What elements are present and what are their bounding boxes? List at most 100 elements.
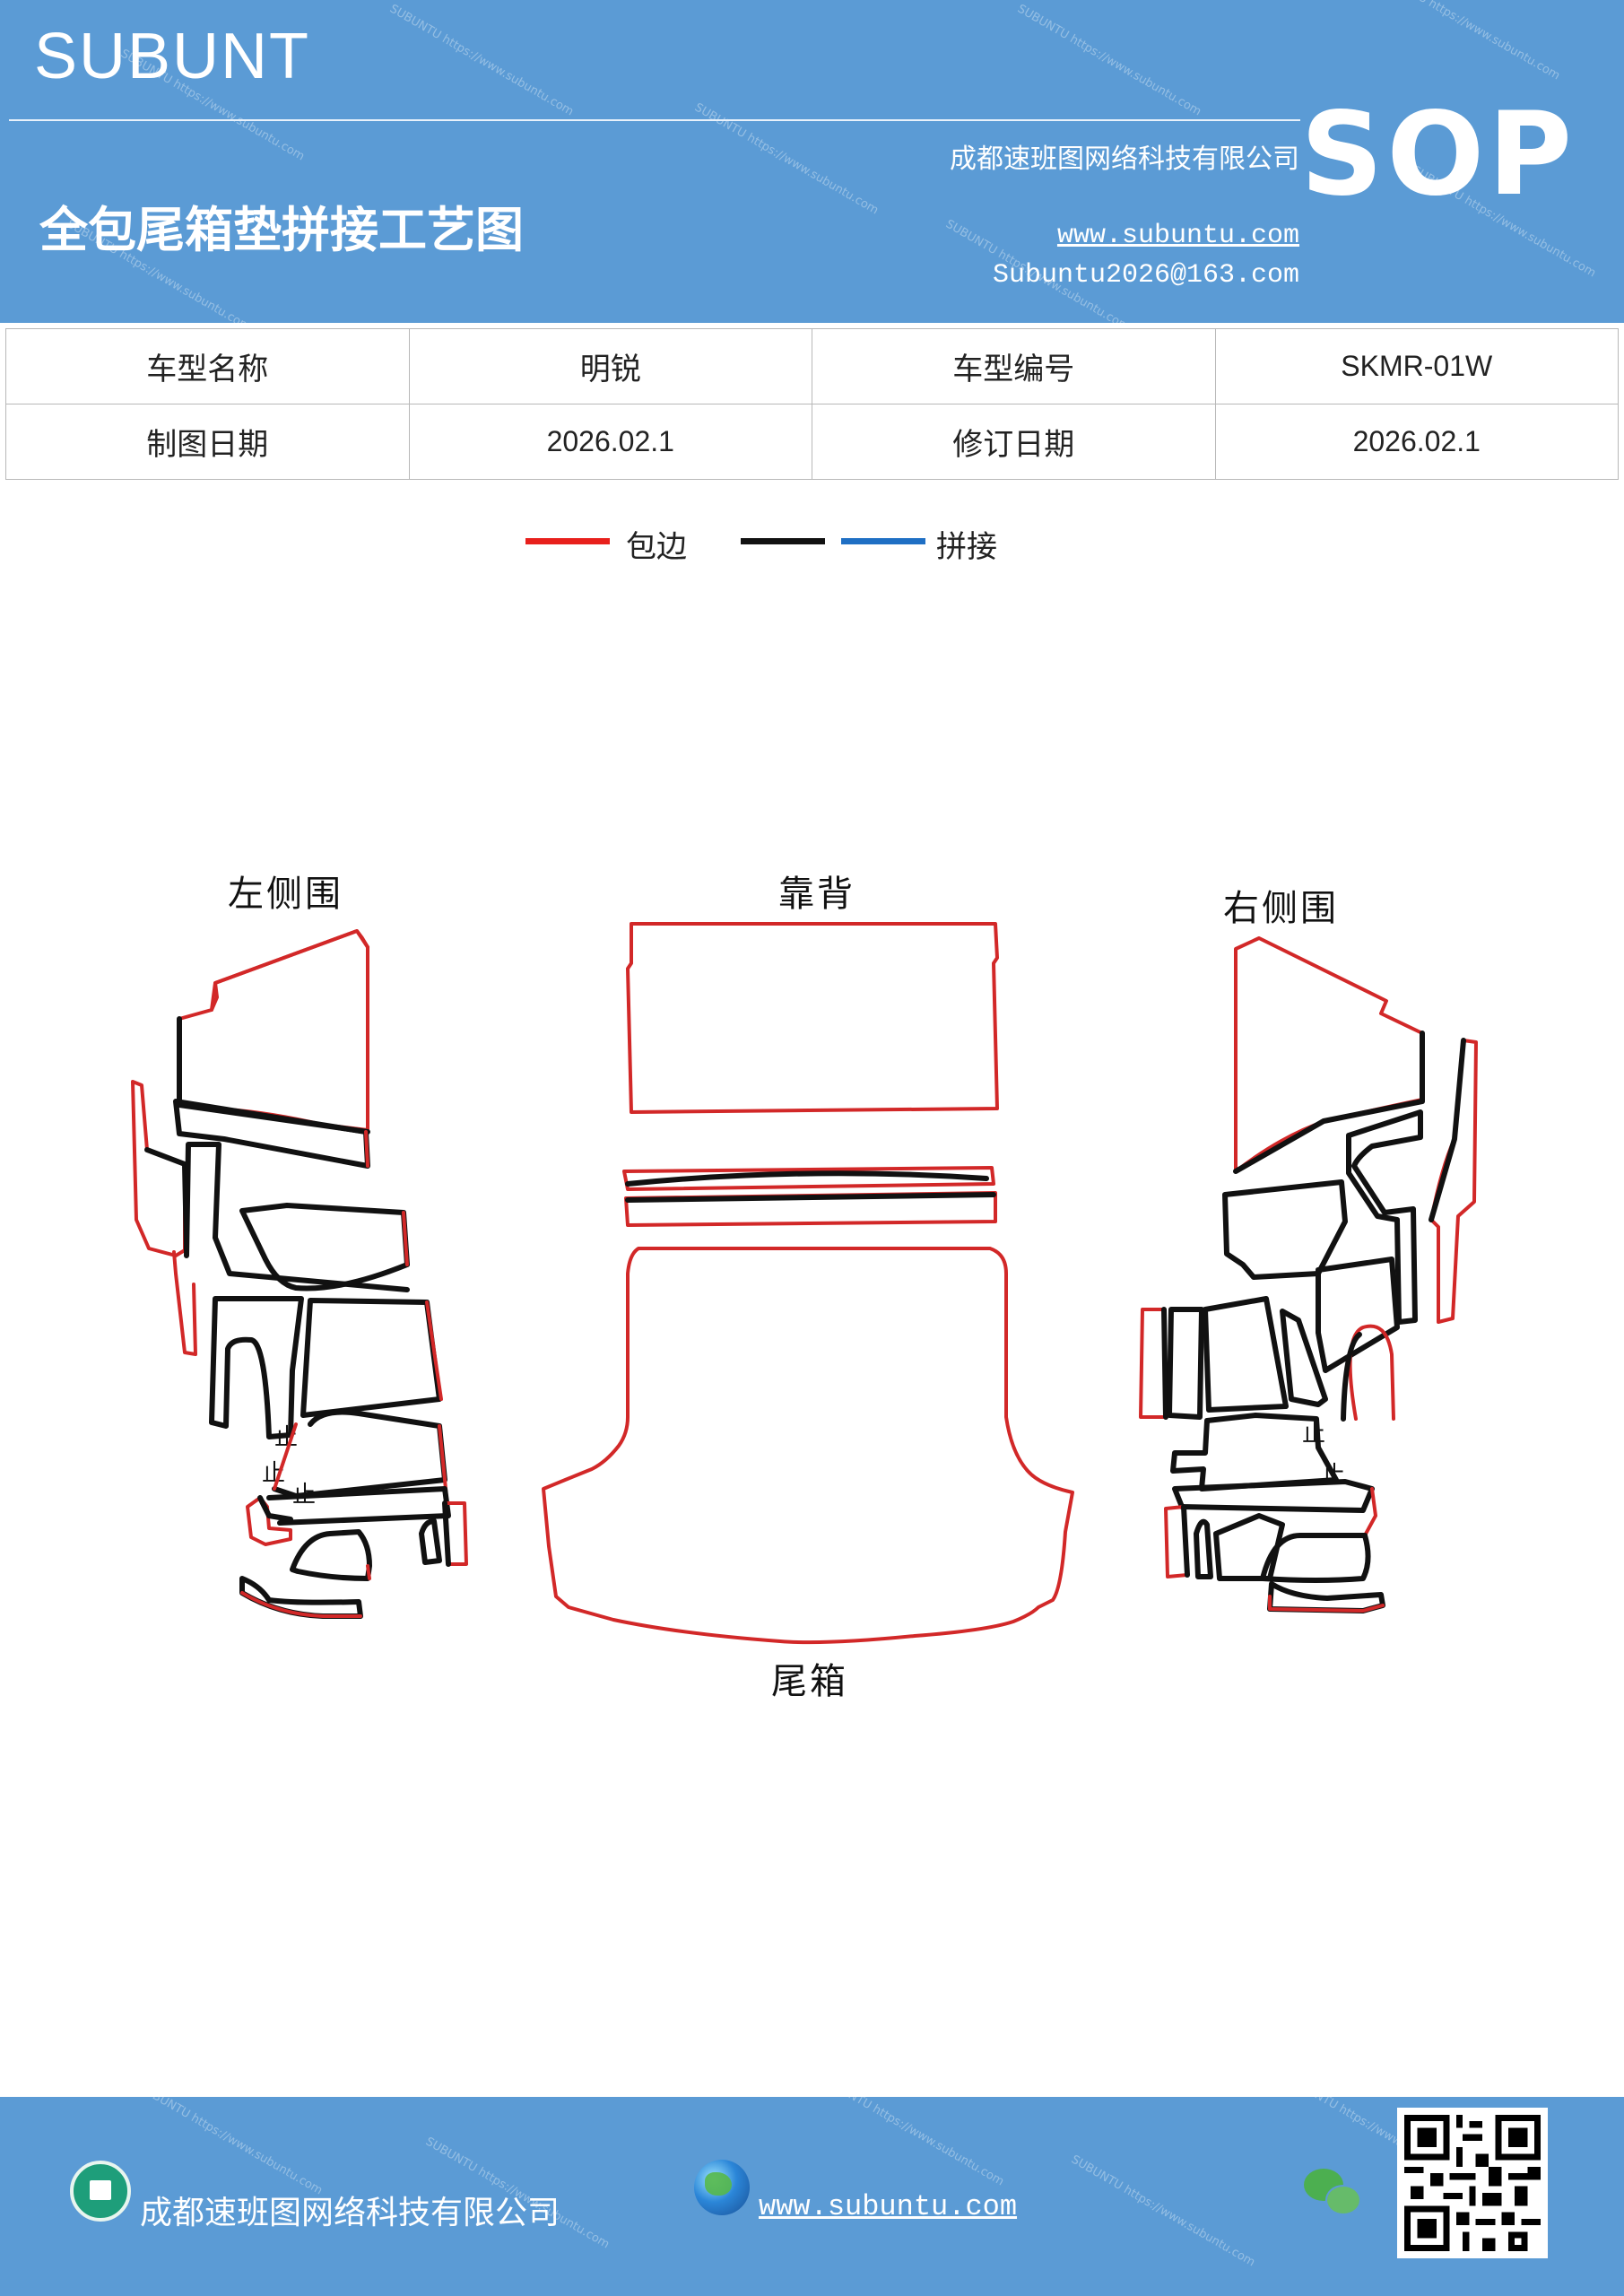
header-banner: SUBUNTU https://www.subuntu.com SUBUNTU … [0, 0, 1624, 323]
right-wedge [1316, 1257, 1400, 1373]
left-mid-block [209, 1296, 304, 1439]
building-icon [70, 2161, 131, 2222]
left-upper-panel [178, 929, 369, 1132]
left-inset-panel-red [402, 1211, 409, 1266]
left-strip [173, 1099, 370, 1169]
company-name: 成都速班图网络科技有限公司 [950, 144, 1299, 175]
right-arch [1348, 1324, 1395, 1421]
left-foot-arc [290, 1529, 372, 1581]
right-lower-strip-red [1363, 1487, 1377, 1537]
watermark: SUBUNTU https://www.subuntu.com [691, 100, 881, 218]
stop-mark: 止 [274, 1424, 299, 1451]
left-upper-panel-top [210, 929, 369, 1012]
draw-date-value: 2026.02.1 [408, 404, 812, 480]
right-upper-panel-seam [1233, 1031, 1425, 1174]
qr-code-pattern [1404, 2115, 1541, 2251]
model-code-value: SKMR-01W [1214, 328, 1619, 404]
right-foot-base-red [1268, 1595, 1385, 1613]
right-foot-base [1267, 1581, 1385, 1613]
vehicle-info-table: 车型名称 明锐 车型编号 SKMR-01W 制图日期 2026.02.1 修订日… [5, 328, 1619, 480]
right-vstrip-1-seam [1161, 1307, 1168, 1420]
left-lower-piece-seam [257, 1495, 293, 1522]
watermark: SUBUNTU https://www.subuntu.com [135, 2097, 326, 2198]
left-mid-block-2-red [425, 1300, 443, 1401]
draw-date-label: 制图日期 [5, 404, 410, 480]
right-foot-arc [1260, 1533, 1371, 1583]
joint-legend-label: 拼接 [936, 529, 997, 565]
right-vstrip-1 [1139, 1308, 1168, 1419]
trunk-floor-panel [542, 1247, 1074, 1645]
left-outer-edge [131, 1080, 187, 1257]
seam-line-swatch [741, 538, 825, 544]
table-row: 车型名称 明锐 车型编号 SKMR-01W [5, 328, 1619, 404]
right-foot-arc-2 [1213, 1513, 1285, 1581]
watermark: SUBUNTU https://www.subuntu.com [386, 2, 577, 119]
watermark: SUBUNTU https://www.subuntu.com [1068, 2152, 1258, 2270]
joint-line-swatch [841, 538, 925, 544]
footer-company-name: 成都速班图网络科技有限公司 [140, 2195, 560, 2231]
left-lower-piece [246, 1496, 292, 1546]
left-strip-red [364, 1130, 369, 1168]
backrest-strip-bottom-seam [625, 1192, 996, 1203]
revise-date-value: 2026.02.1 [1214, 404, 1619, 480]
left-inset-panel [239, 1203, 410, 1292]
left-outer-edge-seam [144, 1147, 189, 1253]
backrest-strip-top [622, 1166, 995, 1191]
left-side-label: 左侧围 [228, 874, 343, 915]
right-small-box-seam [1181, 1504, 1190, 1578]
email-address[interactable]: Subuntu2026@163.com [992, 260, 1299, 291]
right-connector [1346, 1109, 1423, 1325]
revise-date-label: 修订日期 [812, 404, 1216, 480]
sop-badge: SOP [1300, 88, 1576, 222]
left-foot-base [239, 1576, 363, 1619]
wechat-icon [1304, 2169, 1367, 2219]
footer-banner: SUBUNTU https://www.subuntu.com SUBUNTU … [0, 2097, 1624, 2296]
trunk-label: 尾箱 [771, 1661, 848, 1702]
left-foot-base-red [240, 1591, 362, 1618]
right-mid-block-2 [1280, 1309, 1328, 1407]
stop-mark: 止 [292, 1482, 317, 1509]
table-row: 制图日期 2026.02.1 修订日期 2026.02.1 [5, 404, 1619, 480]
brand-logo-text: SUBUNT [34, 21, 311, 92]
model-name-value: 明锐 [408, 328, 812, 404]
right-outer-edge [1429, 1039, 1478, 1324]
backrest-strip-top-seam [625, 1170, 989, 1187]
left-side-arc [172, 1250, 197, 1356]
watermark: SUBUNTU https://www.subuntu.com [1373, 0, 1563, 83]
left-mid-block-2 [300, 1298, 442, 1418]
right-vstrip-2 [1167, 1307, 1204, 1420]
watermark: SUBUNTU https://www.subuntu.com [1014, 2, 1204, 119]
left-upper-panel-seam [177, 1016, 370, 1135]
right-small-box [1164, 1505, 1189, 1578]
right-mid-block [1203, 1296, 1289, 1413]
document-title: 全包尾箱垫拼接工艺图 [39, 202, 524, 258]
globe-icon [694, 2160, 750, 2215]
right-inset-panel [1222, 1179, 1348, 1280]
stop-mark: 止 [262, 1460, 286, 1487]
left-right-tab-2-seam [442, 1500, 451, 1567]
left-right-tab-2 [443, 1501, 468, 1566]
model-name-label: 车型名称 [5, 328, 410, 404]
right-arch-seam [1341, 1332, 1362, 1422]
left-right-tab [419, 1518, 442, 1565]
watermark: SUBUNTU https://www.subuntu.com [817, 2097, 1007, 2189]
edging-legend-label: 包边 [626, 529, 687, 565]
model-code-label: 车型编号 [812, 328, 1216, 404]
footer-website-link[interactable]: www.subuntu.com [759, 2190, 1018, 2223]
backrest-panel [626, 922, 999, 1114]
right-tab [1194, 1518, 1213, 1579]
backrest-label: 靠背 [778, 874, 855, 915]
left-vertical-strip [184, 1142, 410, 1292]
right-upper-panel [1234, 936, 1424, 1173]
backrest-strip-bottom [624, 1191, 997, 1227]
edging-line-swatch [525, 538, 610, 544]
website-link[interactable]: www.subuntu.com [1056, 221, 1299, 251]
right-outer-edge-seam [1429, 1038, 1466, 1222]
qr-code[interactable] [1397, 2108, 1548, 2258]
line-legend: 包边 拼接 [0, 522, 1624, 576]
left-foot-arc-red [366, 1564, 371, 1580]
right-side-label: 右侧围 [1223, 888, 1339, 929]
stop-mark: 止 [1322, 1462, 1346, 1489]
stop-mark: 止 [1302, 1421, 1326, 1448]
header-divider [9, 119, 1300, 121]
